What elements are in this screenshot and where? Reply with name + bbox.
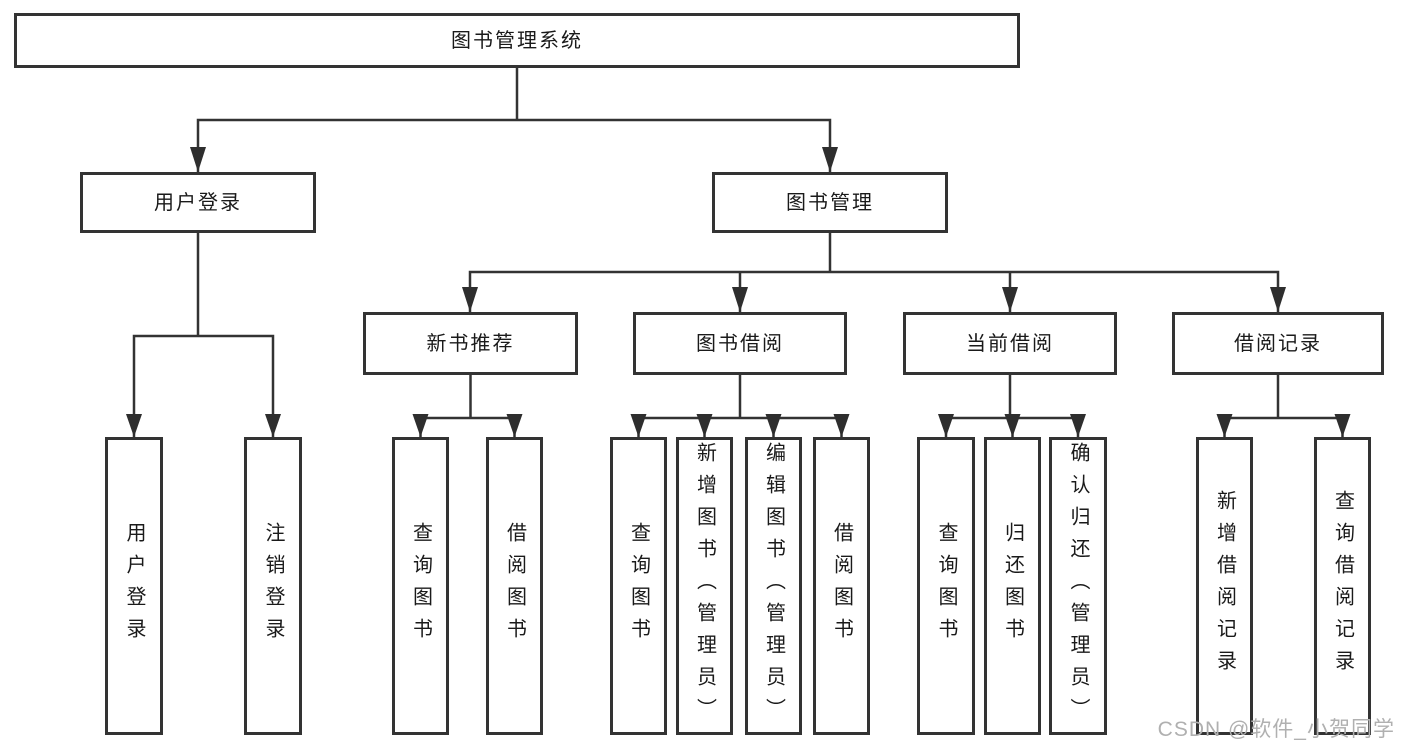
level3-box-new-book-recommend: 新书推荐 <box>363 312 578 375</box>
leaf-label: 查询图书 <box>935 522 957 650</box>
leaf-box-logout: 注销登录 <box>244 437 302 735</box>
level3-box-current-borrow: 当前借阅 <box>903 312 1117 375</box>
leaf-label: 查询图书 <box>409 522 432 650</box>
leaf-box-user-login: 用户登录 <box>105 437 163 735</box>
leaf-box-query-books-recommend: 查询图书 <box>392 437 449 735</box>
leaf-box-query-borrow-record: 查询借阅记录 <box>1314 437 1371 735</box>
level3-box-borrow-records: 借阅记录 <box>1172 312 1384 375</box>
connector-lines <box>132 68 1344 437</box>
leaf-label: 查询图书 <box>627 522 650 650</box>
leaf-label: 归还图书 <box>1001 522 1024 650</box>
leaf-label: 确认归还（管理员） <box>1067 442 1089 730</box>
level2-box-book-management: 图书管理 <box>712 172 948 233</box>
level2-label: 图书管理 <box>786 191 874 214</box>
leaf-label: 查询借阅记录 <box>1331 490 1354 682</box>
level3-label: 图书借阅 <box>696 332 784 355</box>
leaf-box-edit-books-admin: 编辑图书（管理员） <box>745 437 802 735</box>
leaf-label: 编辑图书（管理员） <box>762 442 785 730</box>
level2-box-user-login: 用户登录 <box>80 172 316 233</box>
level3-label: 借阅记录 <box>1234 332 1322 355</box>
leaf-box-add-books-admin: 新增图书（管理员） <box>676 437 733 735</box>
leaf-label: 借阅图书 <box>830 522 853 650</box>
leaf-box-return-books: 归还图书 <box>984 437 1041 735</box>
level3-label: 当前借阅 <box>966 332 1054 355</box>
leaf-label: 用户登录 <box>123 522 145 650</box>
watermark: CSDN @软件_小贺同学 <box>1157 718 1395 741</box>
root-label: 图书管理系统 <box>451 29 583 52</box>
leaf-box-add-borrow-record: 新增借阅记录 <box>1196 437 1253 735</box>
leaf-label: 新增图书（管理员） <box>693 442 716 730</box>
leaf-label: 借阅图书 <box>503 522 526 650</box>
level3-label: 新书推荐 <box>426 332 515 355</box>
leaf-box-borrow-books: 借阅图书 <box>813 437 870 735</box>
leaf-label: 新增借阅记录 <box>1213 490 1236 682</box>
root-box-system: 图书管理系统 <box>14 13 1020 68</box>
leaf-box-borrow-books-recommend: 借阅图书 <box>486 437 543 735</box>
level2-label: 用户登录 <box>154 191 242 214</box>
leaf-box-query-books: 查询图书 <box>610 437 667 735</box>
level3-box-book-borrow: 图书借阅 <box>633 312 847 375</box>
leaf-box-confirm-return-admin: 确认归还（管理员） <box>1049 437 1107 735</box>
leaf-box-query-books-current: 查询图书 <box>917 437 975 735</box>
leaf-label: 注销登录 <box>262 522 284 650</box>
